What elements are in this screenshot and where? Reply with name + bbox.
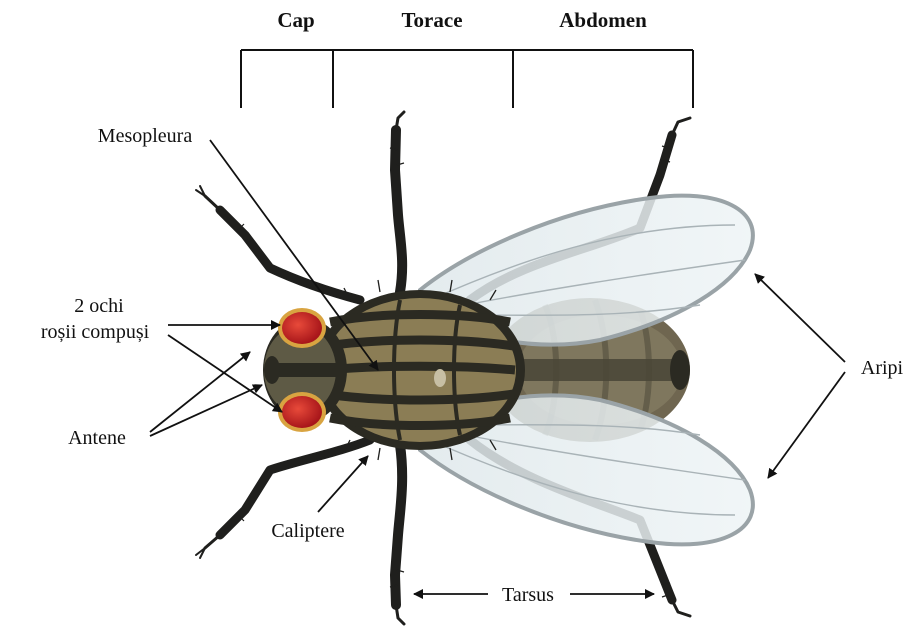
arrow-wing-upper: [755, 274, 845, 362]
section-bracket: [241, 50, 693, 108]
antennae-base: [264, 356, 280, 384]
label-eyes-line2: roșii compuși: [41, 321, 150, 343]
label-calypters: Caliptere: [271, 520, 344, 542]
label-mesopleura: Mesopleura: [98, 125, 193, 147]
label-wings: Aripi: [861, 357, 904, 379]
arrow-wing-lower: [768, 372, 845, 478]
label-eyes-line1: 2 ochi: [74, 295, 124, 317]
lower-compound-eye: [282, 396, 322, 428]
label-tarsus: Tarsus: [502, 584, 554, 606]
upper-compound-eye: [282, 312, 322, 344]
section-label-head: Cap: [277, 8, 314, 32]
label-antennae: Antene: [68, 427, 126, 449]
arrow-calypters: [318, 456, 368, 512]
arrow-antenna-upper: [150, 352, 250, 432]
section-label-thorax: Torace: [401, 8, 462, 32]
section-label-abdomen: Abdomen: [559, 8, 647, 32]
arrow-antenna-lower: [150, 385, 262, 436]
